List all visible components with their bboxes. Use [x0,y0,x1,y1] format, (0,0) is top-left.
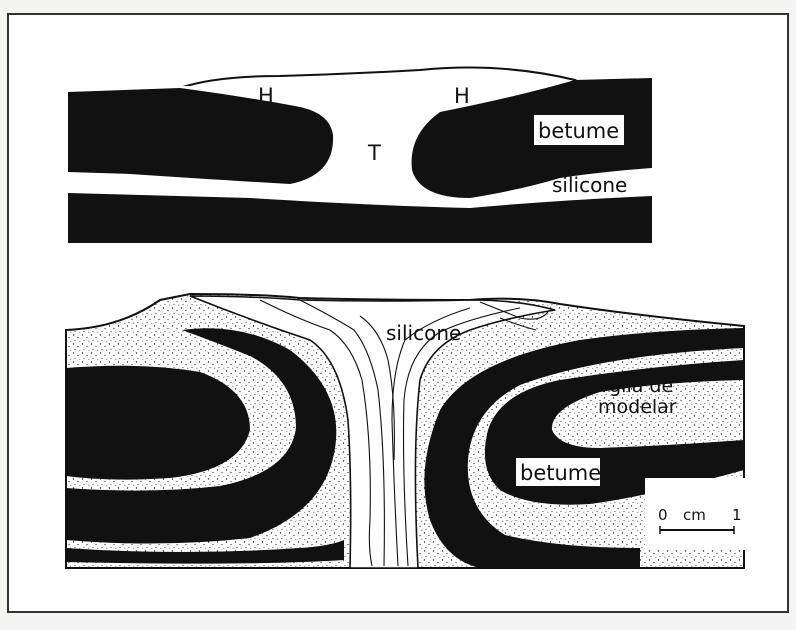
top-panel: H H T betume silicone [68,68,652,243]
bottom-label-silicone: silicone [386,321,461,345]
scale-bar: 0 cm 1 [645,478,754,550]
top-label-silicone: silicone [552,173,627,197]
top-label-betume: betume [538,119,619,143]
scale-bar-zero: 0 [658,506,668,524]
scale-bar-one: 1 [732,506,742,524]
bottom-label-argila-line1: argila de [590,375,673,397]
left-fold-betume-outer [66,366,250,480]
top-label-t: T [367,141,381,165]
top-label-h-left: H [258,84,274,108]
bottom-panel: silicone argila de modelar betume 0 cm 1 [66,294,754,568]
scale-bar-unit: cm [683,506,706,524]
bottom-label-betume: betume [520,461,601,485]
top-label-h-right: H [454,84,470,108]
bottom-label-argila-line2: modelar [598,396,677,418]
